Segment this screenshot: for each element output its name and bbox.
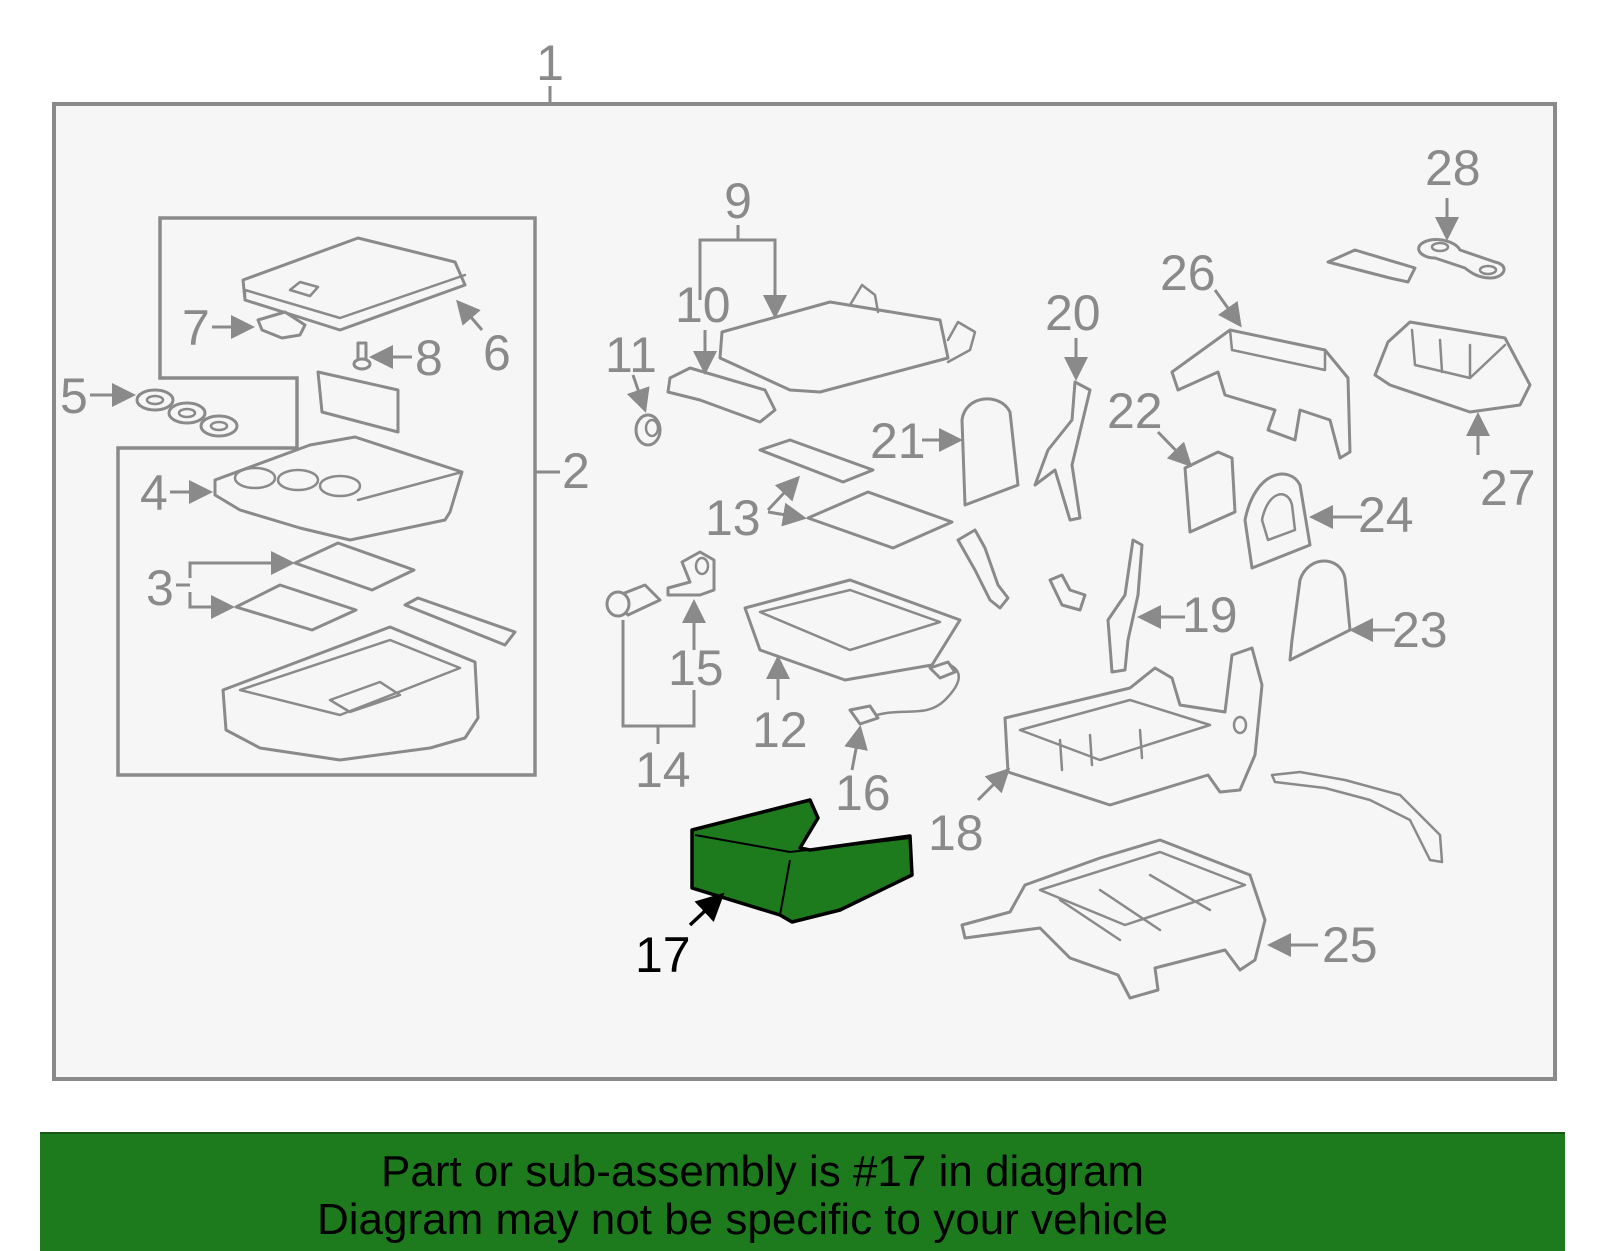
callout-3: 3	[146, 560, 174, 616]
part-22-cover	[1183, 450, 1237, 534]
callout-21: 21	[870, 413, 926, 469]
callout-17: 17	[635, 927, 691, 983]
part-28-plate	[1326, 238, 1506, 284]
subassembly-2-bracket	[116, 216, 537, 777]
callout-4: 4	[140, 465, 168, 521]
callout-27: 27	[1480, 460, 1536, 516]
callout-19: 19	[1182, 587, 1238, 643]
part-26-housing	[1170, 328, 1352, 460]
part-4-cupholder-tray	[213, 435, 464, 542]
part-3-pad-lower	[234, 583, 358, 632]
callout-26: 26	[1160, 245, 1216, 301]
part-9-lid	[718, 283, 977, 394]
callout-9: 9	[724, 173, 752, 229]
part-18-frame	[1003, 646, 1264, 807]
callout-16: 16	[835, 765, 891, 821]
part-6-armrest-lid	[241, 236, 467, 332]
part-11-knob	[634, 413, 662, 447]
part-7-latch	[256, 310, 307, 340]
banner-line-2: Diagram may not be specific to your vehi…	[316, 1195, 1169, 1244]
part-3-pad-upper	[293, 541, 416, 592]
part-5-rings	[135, 388, 239, 438]
callout-23: 23	[1392, 602, 1448, 658]
part-24-cover	[1243, 472, 1312, 570]
callout-18: 18	[928, 805, 984, 861]
callout-25: 25	[1322, 917, 1378, 973]
part-27-tray	[1373, 320, 1532, 414]
callout-22: 22	[1107, 383, 1163, 439]
part-rod	[1270, 770, 1444, 864]
part-15-clip	[666, 550, 716, 597]
callout-28: 28	[1425, 140, 1481, 196]
callout-10: 10	[675, 277, 731, 333]
callout-7: 7	[182, 300, 210, 356]
banner-line-1: Part or sub-assembly is #17 in diagram	[381, 1147, 1144, 1196]
part-link	[1048, 573, 1087, 612]
part-19-bracket	[1106, 538, 1144, 674]
part-13-pad-upper	[758, 438, 875, 484]
part-13-pad-lower	[806, 490, 954, 550]
callout-14: 14	[635, 742, 691, 798]
callout-5: 5	[60, 368, 88, 424]
callout-20: 20	[1045, 285, 1101, 341]
callout-2: 2	[562, 443, 590, 499]
callout-24: 24	[1358, 487, 1414, 543]
part-bin-base	[221, 625, 480, 762]
part-17-bezel-highlighted	[690, 798, 914, 924]
parts-diagram: 1 2 3 4 5 6 7 8 9 10 11 12 13 14 15 16 1…	[52, 35, 1557, 1081]
part-21-cover	[960, 397, 1020, 507]
part-buckle	[956, 528, 1010, 610]
part-strip	[403, 596, 517, 647]
info-banner: Part or sub-assembly is #17 in diagram D…	[40, 1132, 1565, 1251]
callout-15: 15	[668, 640, 724, 696]
callout-11: 11	[605, 327, 657, 383]
callout-8: 8	[415, 330, 443, 386]
part-16-harness	[848, 660, 960, 726]
callout-13: 13	[705, 490, 761, 546]
part-14-cylinder	[605, 583, 662, 618]
callout-6: 6	[483, 325, 511, 381]
part-23-cover	[1288, 559, 1352, 662]
callout-1: 1	[536, 35, 564, 91]
callout-12: 12	[752, 702, 808, 758]
part-20-bracket	[1033, 380, 1092, 522]
part-25-track	[960, 838, 1267, 1000]
part-12-bin	[743, 578, 962, 682]
part-panel	[316, 370, 400, 434]
